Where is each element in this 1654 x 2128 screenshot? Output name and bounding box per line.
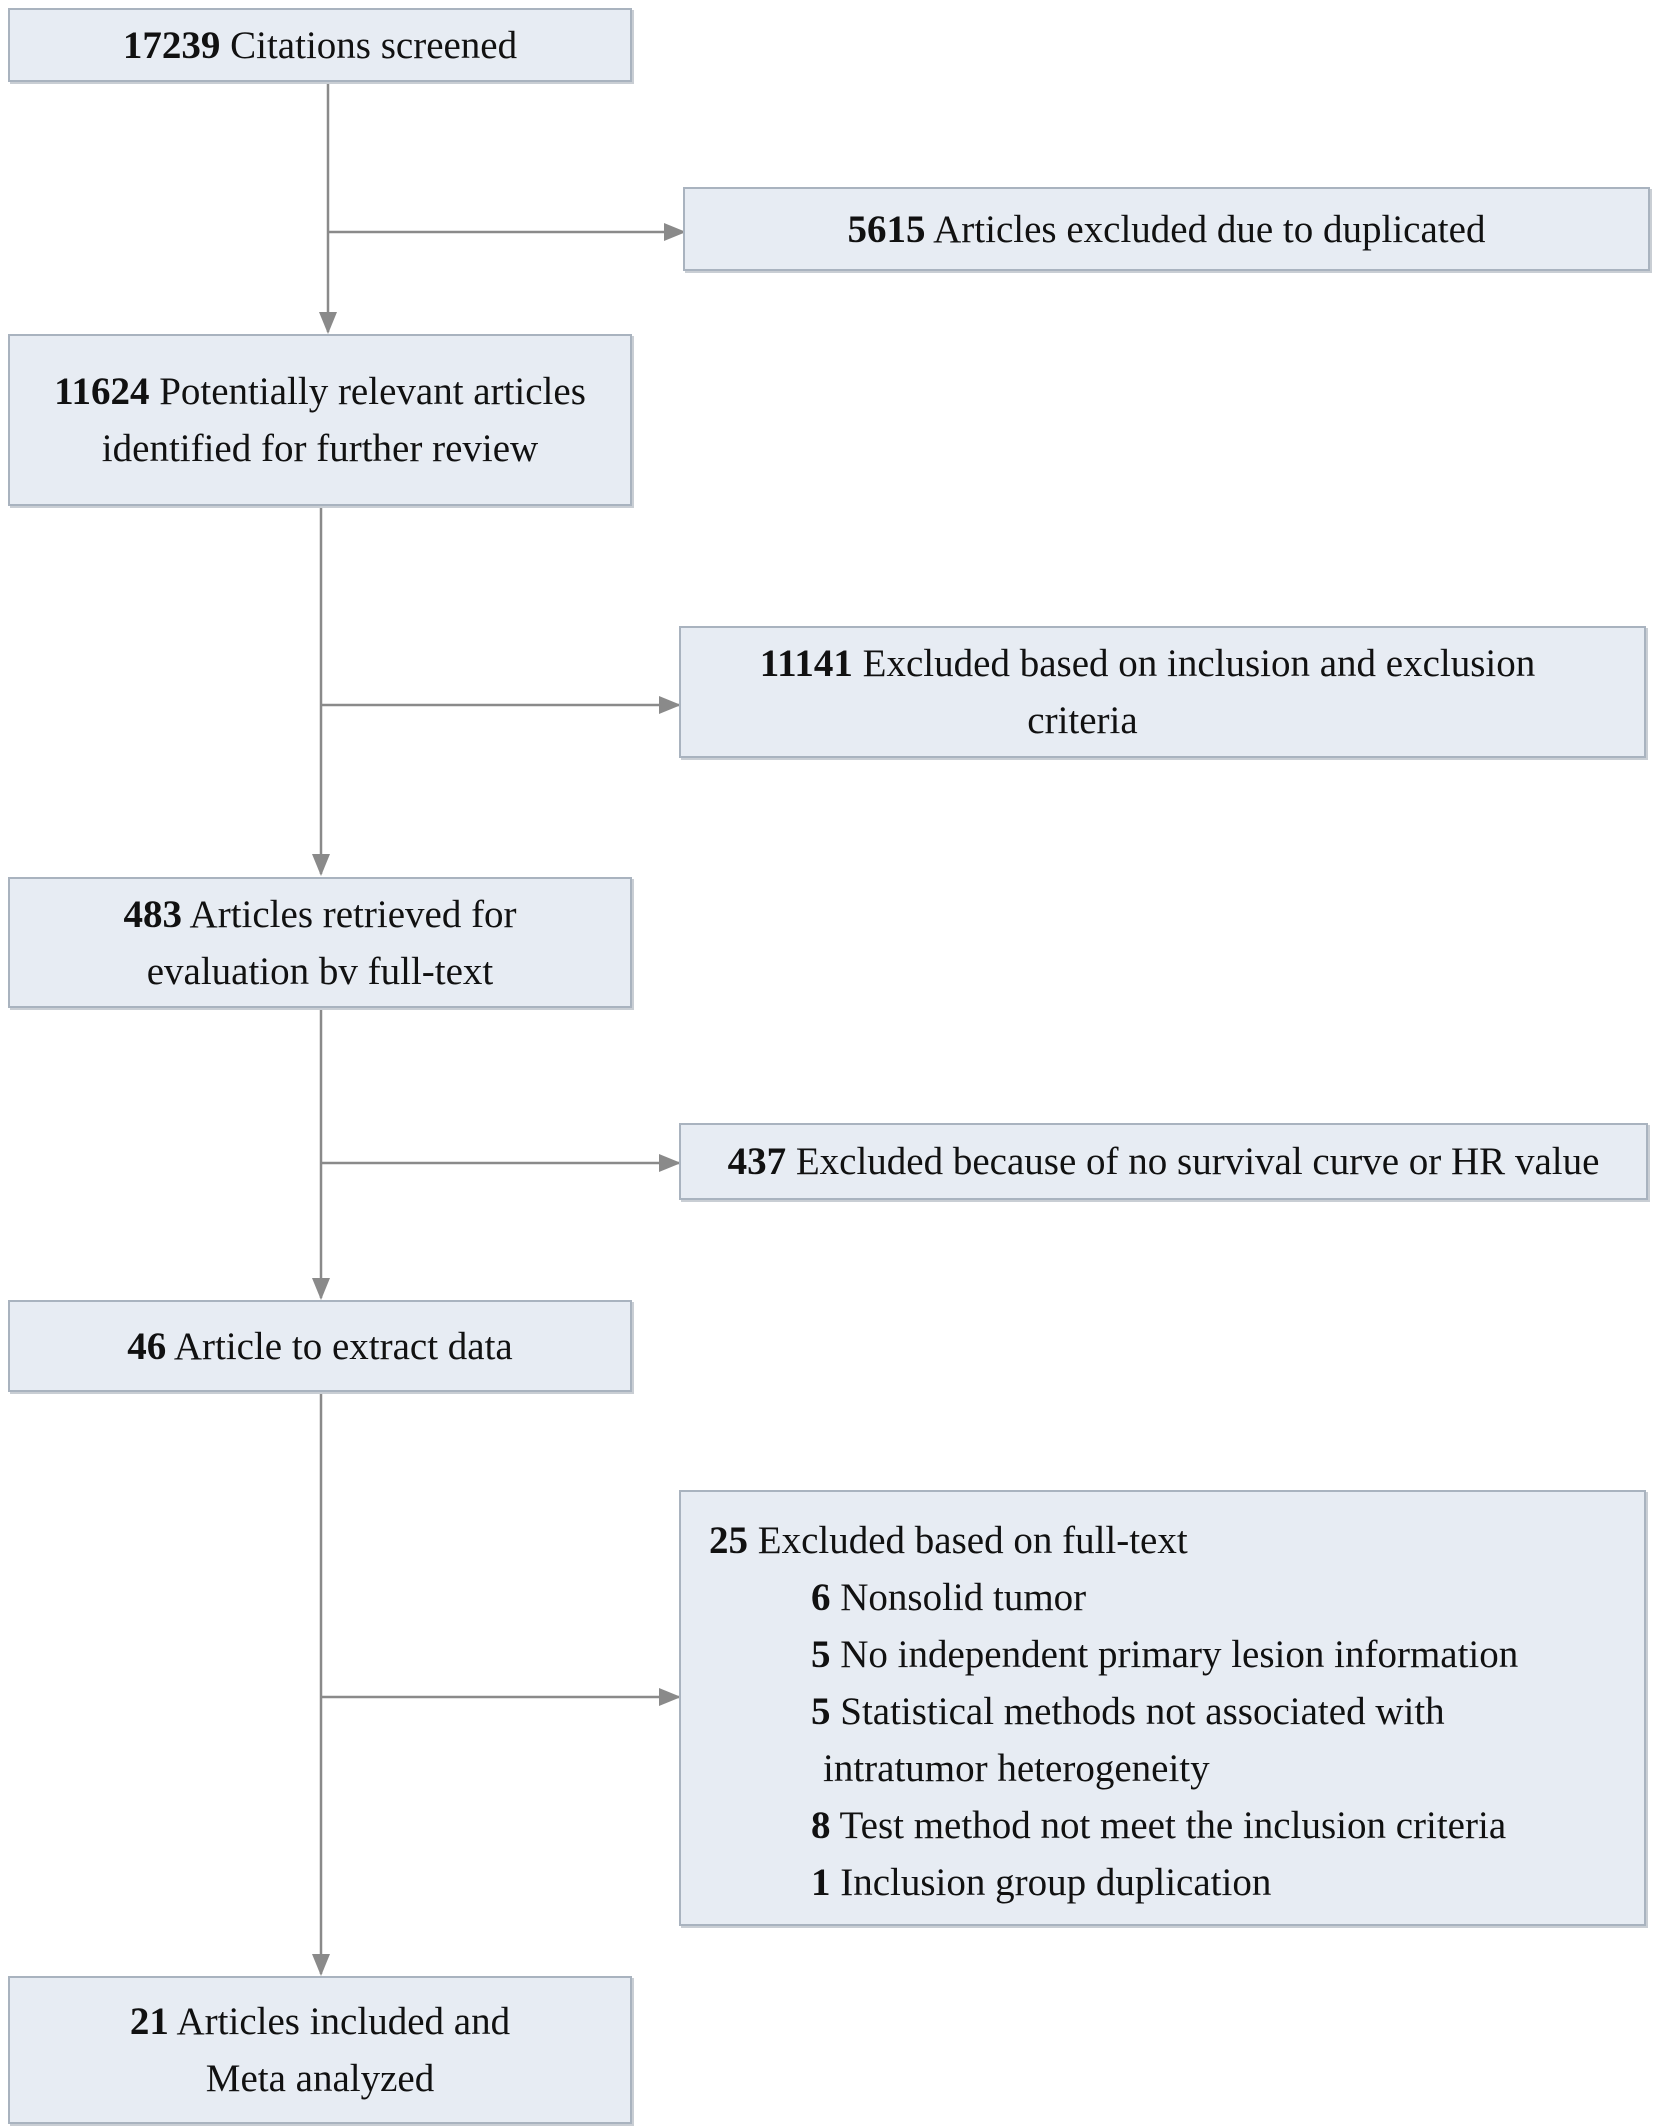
box-excluded-criteria: 11141 Excluded based on inclusion and ex… [679, 626, 1646, 758]
box-excluded-full-text: 25 Excluded based on full-text 6 Nonsoli… [679, 1490, 1646, 1926]
count-potential: 11624 [54, 370, 150, 413]
label-no-survival: Excluded because of no survival curve or… [786, 1140, 1600, 1183]
label-full-text: Excluded based on full-text [748, 1519, 1188, 1562]
reason-count: 6 [811, 1576, 831, 1619]
box-excluded-duplicated: 5615 Articles excluded due to duplicated [683, 187, 1650, 271]
count-duplicated: 5615 [847, 207, 926, 251]
box-excluded-no-survival: 437 Excluded because of no survival curv… [679, 1123, 1648, 1200]
reason-text: Test method not meet the inclusion crite… [830, 1804, 1507, 1847]
reason-text: Inclusion group duplication [830, 1861, 1272, 1904]
count-screened: 17239 [122, 23, 221, 67]
count-extract: 46 [127, 1324, 167, 1368]
reason-item: 5 Statistical methods not associated wit… [709, 1683, 1644, 1740]
label-screened: Citations screened [220, 23, 518, 67]
count-full-text: 25 [709, 1519, 748, 1562]
label-criteria-2: criteria [1027, 699, 1138, 742]
box-articles-included: 21 Articles included and Meta analyzed [8, 1976, 632, 2124]
reason-continuation: intratumor heterogeneity [823, 1747, 1210, 1790]
reason-item: 5 No independent primary lesion informat… [709, 1626, 1644, 1683]
label-retrieved-2: evaluation bv full-text [146, 949, 494, 993]
reason-item: 1 Inclusion group duplication [709, 1854, 1644, 1911]
box-potentially-relevant: 11624 Potentially relevant articles iden… [8, 334, 632, 506]
reason-text: No independent primary lesion informatio… [830, 1633, 1519, 1676]
box-citations-screened: 17239 Citations screened [8, 8, 632, 82]
label-extract: Article to extract data [166, 1324, 513, 1368]
label-included-1: Articles included and [168, 2000, 511, 2043]
reason-text: Statistical methods not associated with [830, 1690, 1445, 1733]
reason-count: 5 [811, 1633, 831, 1676]
label-potential-1: Potentially relevant articles [149, 370, 586, 413]
label-duplicated: Articles excluded due to duplicated [925, 207, 1486, 251]
count-included: 21 [129, 2000, 169, 2043]
reason-text: Nonsolid tumor [830, 1576, 1087, 1619]
reason-count: 5 [811, 1690, 831, 1733]
label-retrieved-1: Articles retrieved for [181, 892, 517, 936]
count-criteria: 11141 [759, 642, 853, 685]
reason-item: 6 Nonsolid tumor [709, 1569, 1644, 1626]
box-articles-retrieved: 483 Articles retrieved for evaluation bv… [8, 877, 632, 1008]
box-articles-extract: 46 Article to extract data [8, 1300, 632, 1392]
count-no-survival: 437 [727, 1140, 787, 1183]
reason-item: 8 Test method not meet the inclusion cri… [709, 1797, 1644, 1854]
label-criteria-1: Excluded based on inclusion and exclusio… [852, 642, 1536, 685]
count-retrieved: 483 [123, 892, 182, 936]
label-potential-2: identified for further review [101, 427, 539, 470]
label-included-2: Meta analyzed [205, 2057, 435, 2100]
reason-count: 1 [811, 1861, 831, 1904]
reason-count: 8 [811, 1804, 831, 1847]
